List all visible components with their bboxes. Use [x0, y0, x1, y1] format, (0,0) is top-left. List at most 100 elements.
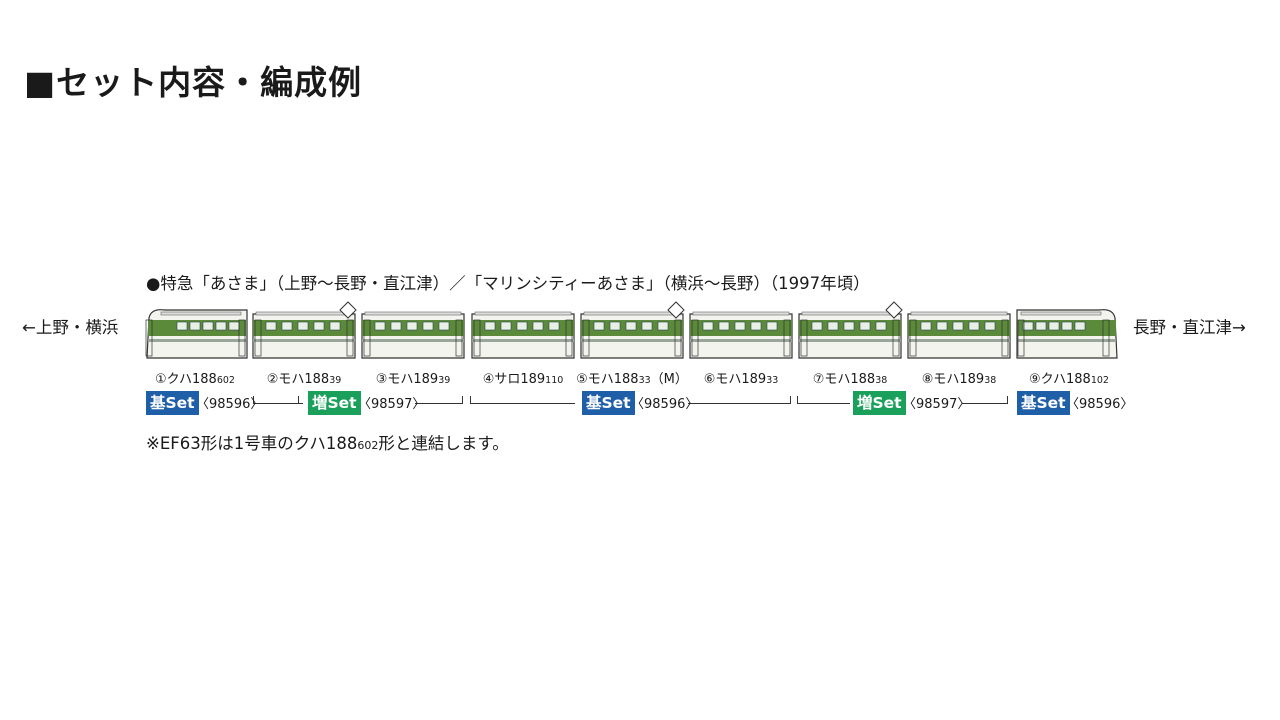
car-graphic	[798, 301, 903, 359]
note-text-end: 形と連結します。	[378, 434, 509, 453]
set-bracket-3b	[688, 396, 791, 404]
grey-line	[148, 339, 246, 342]
car-label-3: ③モハ18939	[376, 368, 451, 387]
car-door	[346, 319, 354, 357]
car-window	[202, 321, 214, 331]
car-window	[406, 321, 418, 331]
car-window	[1048, 321, 1060, 331]
car-label-name: ①クハ188	[155, 372, 217, 387]
train-car-3	[361, 294, 465, 364]
car-window	[176, 321, 188, 331]
car-window	[329, 321, 341, 331]
car-graphic	[252, 301, 357, 359]
car-window	[228, 321, 240, 331]
car-door	[1001, 319, 1009, 357]
car-label-7: ⑦モハ18838	[813, 368, 888, 387]
car-door	[565, 319, 573, 357]
set-bracket-4b	[962, 396, 1008, 404]
grey-line	[799, 339, 901, 342]
note-sub: 602	[357, 439, 379, 452]
set-badge-4: 増Set	[853, 391, 906, 415]
pantograph-icon	[885, 301, 903, 319]
car-door	[238, 319, 246, 357]
car-window	[215, 321, 227, 331]
car-window	[641, 321, 653, 331]
car-window	[609, 321, 621, 331]
grey-line	[908, 339, 1010, 342]
car-window	[1022, 321, 1034, 331]
pantograph-icon	[339, 301, 357, 319]
car-roof	[692, 311, 790, 316]
car-label-sub: 102	[1090, 375, 1109, 386]
car-label-name: ⑧モハ189	[921, 372, 985, 387]
car-graphic	[580, 301, 685, 359]
set-bracket-2a	[253, 403, 303, 404]
car-door	[800, 319, 808, 357]
car-door	[582, 319, 590, 357]
car-graphic	[361, 311, 465, 359]
car-window	[702, 321, 714, 331]
car-window	[516, 321, 528, 331]
car-label-6: ⑥モハ18933	[704, 368, 779, 387]
car-label-name: ④サロ189	[482, 372, 546, 387]
set-bracket-2b	[415, 396, 463, 404]
service-description: ●特急「あさま」（上野〜長野・直江津）／「マリンシティーあさま」（横浜〜長野）（…	[146, 274, 870, 293]
car-label-suffix: （M）	[650, 372, 688, 387]
car-door	[254, 319, 262, 357]
car-label-name: ⑦モハ188	[812, 372, 876, 387]
car-roof	[801, 311, 899, 316]
pantograph-icon	[667, 301, 685, 319]
car-window	[811, 321, 823, 331]
car-label-name: ③モハ189	[375, 372, 439, 387]
car-window	[859, 321, 871, 331]
car-label-sub: 39	[329, 375, 342, 386]
car-roof	[255, 311, 353, 316]
car-door	[892, 319, 900, 357]
car-window	[532, 321, 544, 331]
car-window	[593, 321, 605, 331]
train-car-7	[798, 294, 903, 364]
car-label-name: ⑨クハ188	[1029, 372, 1091, 387]
car-window	[827, 321, 839, 331]
train-car-9	[1016, 294, 1121, 364]
car-roof	[474, 311, 572, 316]
car-window	[984, 321, 996, 331]
car-graphic	[689, 311, 793, 359]
set-badge-5: 基Set	[1017, 391, 1070, 415]
car-window	[718, 321, 730, 331]
car-window	[1074, 321, 1086, 331]
direction-left: ←上野・横浜	[22, 318, 119, 337]
car-door	[363, 319, 371, 357]
car-roof	[160, 311, 242, 316]
car-window	[548, 321, 560, 331]
set-code-2: 〈98597〉	[358, 397, 426, 412]
car-door	[1102, 319, 1110, 357]
grey-line	[690, 339, 792, 342]
car-window	[843, 321, 855, 331]
car-label-sub: 602	[216, 375, 235, 386]
car-label-sub: 38	[984, 375, 997, 386]
set-code-4: 〈98597〉	[903, 397, 971, 412]
set-badge-3: 基Set	[582, 391, 635, 415]
train-car-8	[907, 294, 1011, 364]
car-door	[783, 319, 791, 357]
train-car-5	[580, 294, 685, 364]
car-label-4: ④サロ189110	[483, 368, 564, 387]
car-label-sub: 110	[545, 375, 564, 386]
car-label-sub: 39	[438, 375, 451, 386]
car-window	[438, 321, 450, 331]
grey-line	[581, 339, 683, 342]
set-badge-1: 基Set	[146, 391, 199, 415]
car-label-5: ⑤モハ18833（M）	[576, 368, 688, 387]
car-door	[473, 319, 481, 357]
coupling-note: ※EF63形は1号車のクハ188602形と連結します。	[146, 430, 509, 454]
car-window	[265, 321, 277, 331]
car-window	[750, 321, 762, 331]
set-code-1: 〈98596〉	[196, 397, 264, 412]
car-label-sub: 33	[766, 375, 779, 386]
car-window	[1035, 321, 1047, 331]
car-door	[691, 319, 699, 357]
car-window	[484, 321, 496, 331]
car-roof	[1020, 311, 1102, 316]
grey-line	[253, 339, 355, 342]
